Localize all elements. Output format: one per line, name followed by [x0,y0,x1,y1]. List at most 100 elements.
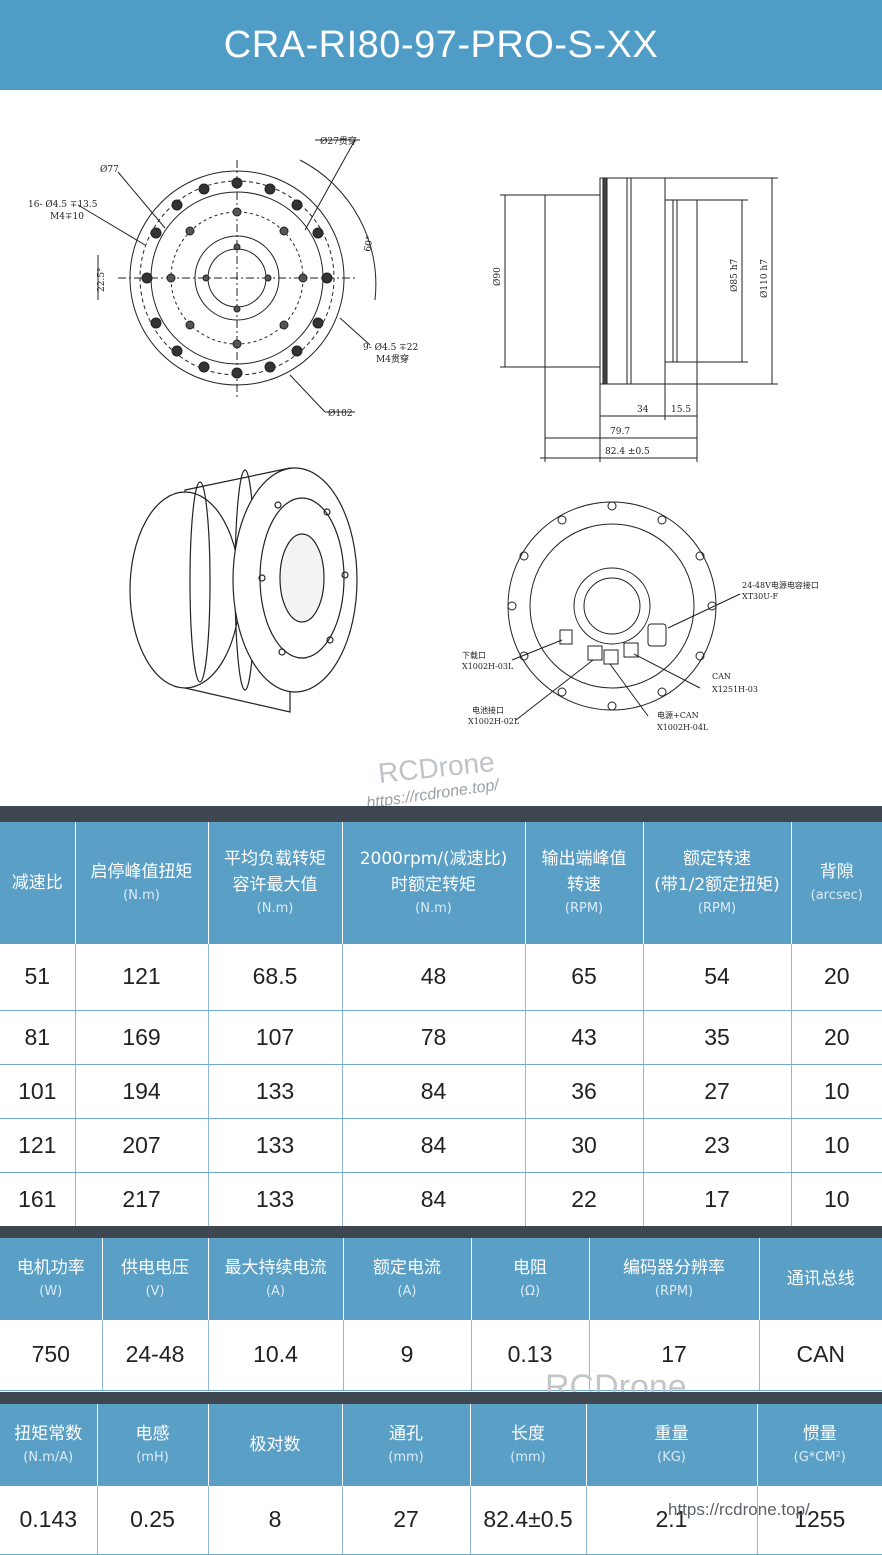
table-cell: 20 [791,944,882,1011]
rear-view-labels: 24-48V电源电容接口 XT30U-F 下载口 X1002H-03L CAN … [462,580,819,732]
label-battery-port: 电池接口 [472,705,504,715]
front-view [77,139,377,413]
power-connector [647,623,667,647]
table-cell: 51 [0,944,76,1011]
table-cell: 10 [791,1172,882,1227]
table-cell: 133 [208,1118,343,1173]
label-download-port: 下载口 [462,650,486,660]
table-cell: 27 [342,1486,471,1555]
table-cell: 169 [75,1010,209,1065]
header-cell: 输出端峰值 转速(RPM) [525,822,644,944]
table-cell: CAN [759,1320,882,1391]
header-cell: 背隙(arcsec) [791,822,882,944]
table-cell: 84 [342,1064,526,1119]
table-cell: 0.25 [97,1486,209,1555]
header-cell: 惯量(G*CM²) [757,1404,882,1486]
label-download-port-part: X1002H-03L [462,662,514,671]
table-cell: 36 [525,1064,644,1119]
technical-drawing: Ø27贯穿 Ø77 16- Ø4.5 ∓13.5 M4∓10 60° 22.5°… [0,90,882,805]
table-cell: 48 [342,944,526,1011]
table-header-row: 减速比 启停峰值扭矩(N.m) 平均负载转矩 容许最大值(N.m) 2000rp… [0,822,882,944]
header-cell: 长度(mm) [470,1404,587,1486]
table-cell: 1255 [757,1486,882,1555]
label-w824: 82.4 ±0.5 [605,447,650,457]
table-cell: 107 [208,1010,343,1065]
electrical-spec-table: 扭矩常数(N.m/A) 电感(mH) 极对数 通孔(mm) 长度(mm) 重量(… [0,1404,882,1555]
section-divider [0,806,882,822]
label-d77: Ø77 [100,164,119,175]
table-cell: 22 [525,1172,644,1227]
table-cell: 27 [643,1064,792,1119]
table-cell: 20 [791,1010,882,1065]
table-cell: 24-48 [102,1320,209,1391]
table-cell: 23 [643,1118,792,1173]
table-cell: 81 [0,1010,76,1065]
table-cell: 10 [791,1064,882,1119]
table-cell: 82.4±0.5 [470,1486,587,1555]
header-cell: 通孔(mm) [342,1404,471,1486]
label-power-port-part: XT30U-F [742,592,779,601]
table-cell: 30 [525,1118,644,1173]
power-can-port [603,649,619,665]
table-cell: 17 [589,1320,760,1391]
battery-port [587,645,603,661]
table-cell: 9 [343,1320,472,1391]
header-cell: 额定电流(A) [343,1238,472,1320]
label-can: CAN [712,672,731,681]
table-cell: 121 [0,1118,76,1173]
header-cell: 供电电压(V) [102,1238,209,1320]
header-cell: 额定转速 (带1/2额定扭矩)(RPM) [643,822,792,944]
table-cell: 101 [0,1064,76,1119]
label-holes9: 9- Ø4.5 ∓22 [363,342,418,353]
header-cell: 通讯总线 [759,1238,882,1320]
table-cell: 54 [643,944,792,1011]
label-d110: Ø110 h7 [759,259,770,298]
header-cell: 最大持续电流(A) [208,1238,344,1320]
label-m4-through: M4贯穿 [376,353,409,365]
header-cell: 电机功率(W) [0,1238,103,1320]
front-view-labels: Ø27贯穿 Ø77 16- Ø4.5 ∓13.5 M4∓10 60° 22.5°… [28,135,418,419]
header-cell: 极对数 [208,1404,343,1486]
label-can-part: X1251H-03 [712,685,758,694]
label-angle22: 22.5° [97,267,107,292]
label-angle60: 60° [363,235,376,252]
label-w34: 34 [637,405,649,415]
header-cell: 减速比 [0,822,76,944]
label-power-port: 24-48V电源电容接口 [742,580,819,590]
header-cell: 重量(KG) [586,1404,758,1486]
table-cell: 133 [208,1064,343,1119]
table-cell: 0.13 [471,1320,590,1391]
table-cell: 10.4 [208,1320,344,1391]
label-w155: 15.5 [671,405,691,415]
motor-spec-table: 电机功率(W) 供电电压(V) 最大持续电流(A) 额定电流(A) 电阻(Ω) … [0,1238,882,1391]
section-divider [0,1226,882,1238]
table-cell: 161 [0,1172,76,1227]
header-cell: 启停峰值扭矩(N.m) [75,822,209,944]
header-cell: 扭矩常数(N.m/A) [0,1404,98,1486]
rear-bore [583,577,641,635]
header-cell: 平均负载转矩 容许最大值(N.m) [208,822,343,944]
side-view [500,177,778,462]
table-cell: 84 [342,1172,526,1227]
table-cell: 8 [208,1486,343,1555]
table-cell: 84 [342,1118,526,1173]
label-d85: Ø85 h7 [729,259,740,292]
table-cell: 35 [643,1010,792,1065]
table-cell: 2.1 [586,1486,758,1555]
table-cell: 17 [643,1172,792,1227]
side-housing [544,194,601,368]
table-cell: 217 [75,1172,209,1227]
side-view-labels: Ø90 Ø85 h7 Ø110 h7 34 15.5 79.7 82.4 ±0.… [492,259,770,457]
label-w797: 79.7 [610,427,630,437]
rear-outer-circle [507,501,717,711]
header-cell: 2000rpm/(减速比) 时额定转矩(N.m) [342,822,526,944]
label-m4: M4∓10 [50,212,84,222]
label-d90: Ø90 [492,267,503,286]
can-port [623,642,639,658]
label-d27: Ø27贯穿 [320,135,357,147]
